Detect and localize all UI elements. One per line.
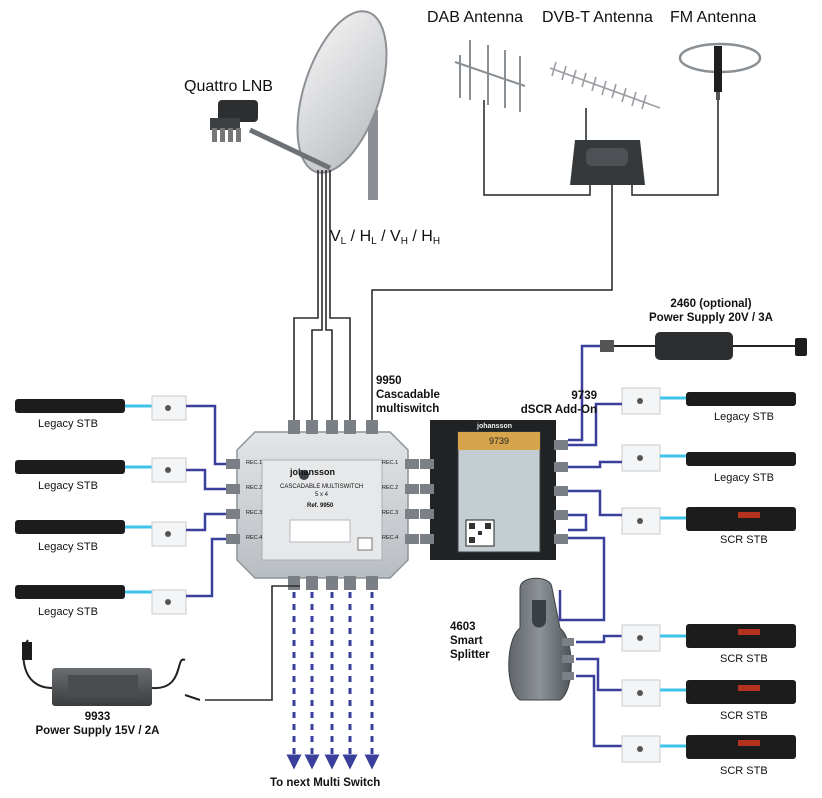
right-stb-3 [568,489,796,535]
dab-antenna-label: DAB Antenna [427,9,524,26]
lnb-cables [293,170,351,425]
addon-name: dSCR Add-On [520,404,597,416]
rec-port-right-4: REC.4 [382,535,399,541]
dscr-addon-9739 [420,420,568,560]
left-stb-3-label: Legacy STB [38,541,98,553]
lnb-label: Quattro LNB [184,78,273,95]
antenna-combiner [570,140,645,185]
left-stb-2-label: Legacy STB [38,480,98,492]
right-stb-4 [621,624,796,652]
rec-port-right-1: REC.1 [382,460,399,466]
right-stb-2 [568,444,796,472]
addon-brand: johansson [477,423,513,430]
multiswitch-9950 [226,420,419,590]
multiswitch-brand: johansson [290,467,336,477]
cascade-arrows [286,592,380,770]
lnb-arm [248,127,332,171]
rec-port-right-3: REC.3 [382,510,399,516]
addon-model: 9739 [571,390,597,402]
psu-9933-label: 9933 Power Supply 15V / 2A [25,710,170,738]
psu-2460-model: 2460 (optional) [670,298,752,310]
right-stb-2-label: Legacy STB [714,472,774,484]
lnb-polarity-label: VL / HL / VH / HH [330,228,441,247]
quattro-lnb [210,100,258,142]
right-stb-5 [621,679,796,707]
left-stb-4 [15,537,226,615]
psu-2460-label: 2460 (optional) Power Supply 20V / 3A [636,297,786,325]
right-stb-6 [621,735,796,763]
psu-2460-spec: Power Supply 20V / 3A [649,312,773,324]
left-stb-4-label: Legacy STB [38,606,98,618]
left-stb-3 [15,512,226,547]
left-stb-1 [15,395,226,466]
splitter-model: 4603 [450,621,476,633]
rec-port-left-3: REC.3 [246,510,263,516]
multiswitch-panel-ref: Ref. 9950 [307,503,334,509]
power-supply-9933 [22,585,300,706]
right-stb-1 [568,387,796,447]
antenna-cables [371,100,719,425]
rec-port-left-4: REC.4 [246,535,263,541]
fm-antenna [678,42,762,100]
multiswitch-model: 9950 [376,375,402,387]
right-stb-5-label: SCR STB [720,710,768,722]
smart-splitter-4603 [508,536,628,748]
power-supply-2460 [568,332,807,442]
multiswitch-name: Cascadable multiswitch [376,389,440,415]
rec-port-left-2: REC.2 [246,485,263,491]
right-stb-4-label: SCR STB [720,653,768,665]
psu-9933-model: 9933 [84,711,111,723]
addon-label: 9739 dSCR Add-On [497,389,597,417]
fm-antenna-label: FM Antenna [670,9,757,26]
left-stb-group [15,395,226,615]
splitter-line1: Smart [450,635,483,647]
right-stb-group [568,387,796,763]
psu-9933-spec: Power Supply 15V / 2A [35,725,160,737]
rec-port-right-2: REC.2 [382,485,399,491]
multiswitch-label: 9950 Cascadable multiswitch [376,374,456,416]
multiswitch-panel-title: CASCADABLE MULTISWITCH [280,484,364,490]
dvbt-antenna-label: DVB-T Antenna [542,9,653,26]
right-stb-6-label: SCR STB [720,765,768,777]
right-stb-1-label: Legacy STB [714,411,774,423]
splitter-label: 4603 Smart Splitter [450,620,490,662]
dish-mast [368,110,378,200]
rec-port-left-1: REC.1 [246,460,263,466]
left-stb-1-label: Legacy STB [38,418,98,430]
right-stb-3-label: SCR STB [720,534,768,546]
addon-panel-num: 9739 [489,436,510,446]
addon-loop-cable [568,513,588,532]
splitter-line2: Splitter [450,649,490,661]
satellite-dish [248,10,388,200]
cascade-label: To next Multi Switch [270,777,381,789]
dish-reflector [296,10,388,174]
multiswitch-panel-sub: 5 x 4 [315,492,329,498]
left-stb-2 [15,457,226,491]
dab-antenna [454,40,526,112]
dvbt-antenna [549,61,661,110]
